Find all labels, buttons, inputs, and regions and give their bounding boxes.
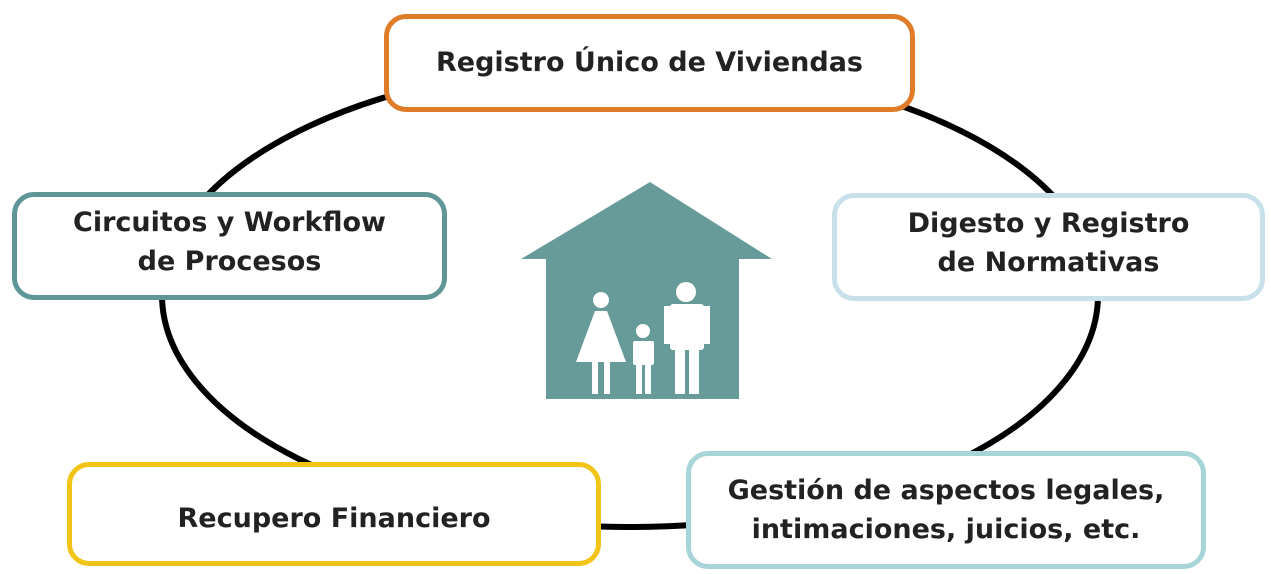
- node-label-line: Gestión de aspectos legales,: [727, 474, 1165, 506]
- family-figures: [576, 282, 710, 394]
- node-label-line: de Procesos: [137, 246, 322, 277]
- node-circuitos-workflow: Circuitos y Workflow de Procesos: [12, 192, 447, 300]
- node-label-line: de Normativas: [937, 247, 1160, 278]
- node-label-line: Digesto y Registro: [907, 207, 1190, 239]
- node-label-line: Registro Único de Viviendas: [435, 47, 863, 79]
- node-label-line: Circuitos y Workflow: [73, 206, 386, 238]
- node-registro-unico-viviendas: Registro Único de Viviendas: [384, 14, 915, 112]
- node-recupero-financiero: Recupero Financiero: [67, 462, 601, 566]
- node-gestion-aspectos-legales: Gestión de aspectos legales, intimacione…: [686, 451, 1206, 569]
- node-label-line: intimaciones, juicios, etc.: [751, 514, 1141, 545]
- node-label-line: Recupero Financiero: [177, 503, 491, 535]
- node-digesto-registro-normativas: Digesto y Registro de Normativas: [832, 193, 1265, 301]
